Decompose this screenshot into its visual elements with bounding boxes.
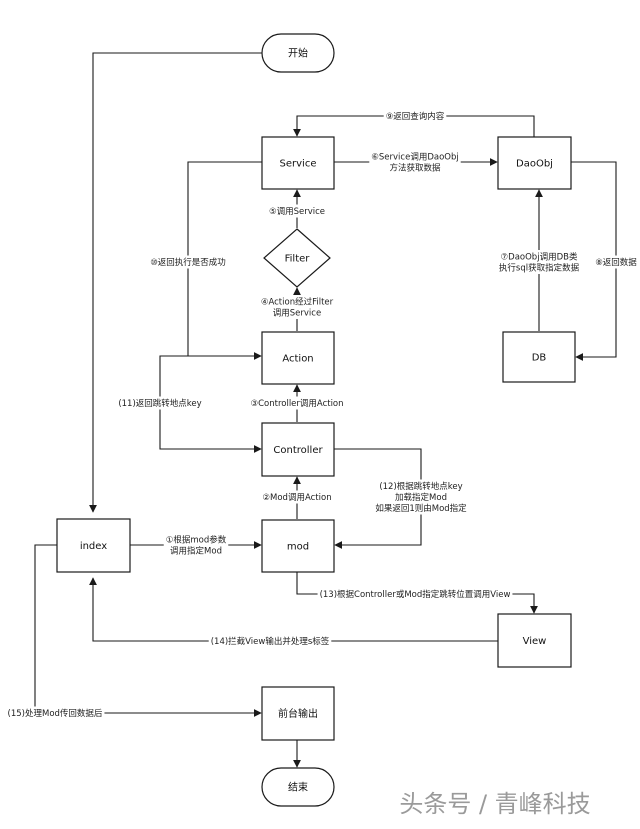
action-label: Action (282, 354, 313, 365)
edge-label-e10: ⑩返回执行是否成功 (148, 255, 228, 269)
service-label: Service (280, 159, 317, 170)
edge-label-e15: (15)处理Mod传回数据后 (5, 706, 105, 720)
edge-start-index (89, 52, 262, 513)
view-label: View (523, 636, 547, 647)
edge-label-e12-line-1: 加载指定Mod (395, 492, 447, 503)
edge-label-e11: (11)返回跳转地点key (116, 396, 204, 410)
edge-label-e12-line-0: (12)根据跳转地点key (379, 481, 462, 492)
edge-label-e3: ③Controller调用Action (248, 396, 346, 410)
edge-label-e10-line-0: ⑩返回执行是否成功 (150, 257, 226, 268)
db-node: DB (502, 331, 576, 383)
daoobj-node: DaoObj (497, 136, 572, 190)
edge-label-e13: (13)根据Controller或Mod指定跳转位置调用View (317, 587, 513, 601)
edge-label-e12-line-2: 如果返回1则由Mod指定 (375, 503, 467, 514)
edge-label-e11-line-0: (11)返回跳转地点key (118, 398, 201, 409)
filter-node: Filter (263, 228, 331, 288)
frontend-output-label: 前台输出 (278, 707, 318, 720)
edge-label-e14-line-0: (14)拦截View输出并处理s标签 (211, 636, 330, 647)
controller-node: Controller (261, 422, 335, 477)
edge-label-e5-line-0: ⑤调用Service (269, 207, 325, 217)
edge-label-e8: ⑧返回数据 (593, 255, 639, 269)
edge-label-e2-line-0: ②Mod调用Action (262, 493, 331, 503)
edge-label-e7-line-0: ⑦DaoObj调用DB类 (501, 252, 578, 263)
edge-label-e8-line-0: ⑧返回数据 (595, 257, 637, 268)
edge-label-e4-line-1: 调用Service (273, 309, 321, 319)
edge-label-e14: (14)拦截View输出并处理s标签 (208, 634, 332, 648)
index-label: index (80, 541, 107, 552)
edge-label-e9-line-0: ⑨返回查询内容 (386, 111, 445, 122)
end-node: 结束 (261, 767, 335, 807)
edge-label-e9: ⑨返回查询内容 (383, 109, 447, 123)
edge-label-e7-line-1: 执行sql获取指定数据 (499, 263, 580, 274)
edge-label-e1-line-0: ①根据mod参数 (166, 535, 227, 546)
edge-label-e1-line-1: 调用指定Mod (170, 546, 222, 557)
mod-label: mod (287, 542, 309, 553)
db-label: DB (532, 353, 547, 364)
frontend-output-node: 前台输出 (261, 686, 335, 741)
filter-label: Filter (285, 254, 311, 265)
index-node: index (56, 518, 131, 573)
edge-label-e15-line-0: (15)处理Mod传回数据后 (8, 708, 103, 719)
edge-label-e2: ②Mod调用Action (260, 490, 334, 504)
action-node: Action (261, 331, 335, 385)
edge-label-e13-line-0: (13)根据Controller或Mod指定跳转位置调用View (320, 589, 511, 600)
start-node: 开始 (261, 33, 335, 73)
controller-label: Controller (273, 445, 323, 456)
mod-node: mod (261, 519, 335, 573)
end-label: 结束 (288, 781, 308, 794)
view-node: View (497, 613, 572, 668)
daoobj-label: DaoObj (516, 159, 553, 170)
edge-15 (34, 544, 262, 717)
watermark: 头条号 / 青峰科技 (399, 790, 590, 818)
edge-14 (89, 577, 498, 642)
edge-label-e4-line-0: ④Action经过Filter (261, 297, 334, 308)
service-node: Service (261, 136, 335, 190)
edge-label-e6-line-1: 方法获取数据 (389, 163, 441, 174)
start-label: 开始 (288, 47, 308, 60)
edge-label-e5: ⑤调用Service (266, 204, 328, 218)
edge-label-e6-line-0: ⑥Service调用DaoObj (371, 153, 458, 163)
edge-label-e3-line-0: ③Controller调用Action (250, 399, 343, 409)
